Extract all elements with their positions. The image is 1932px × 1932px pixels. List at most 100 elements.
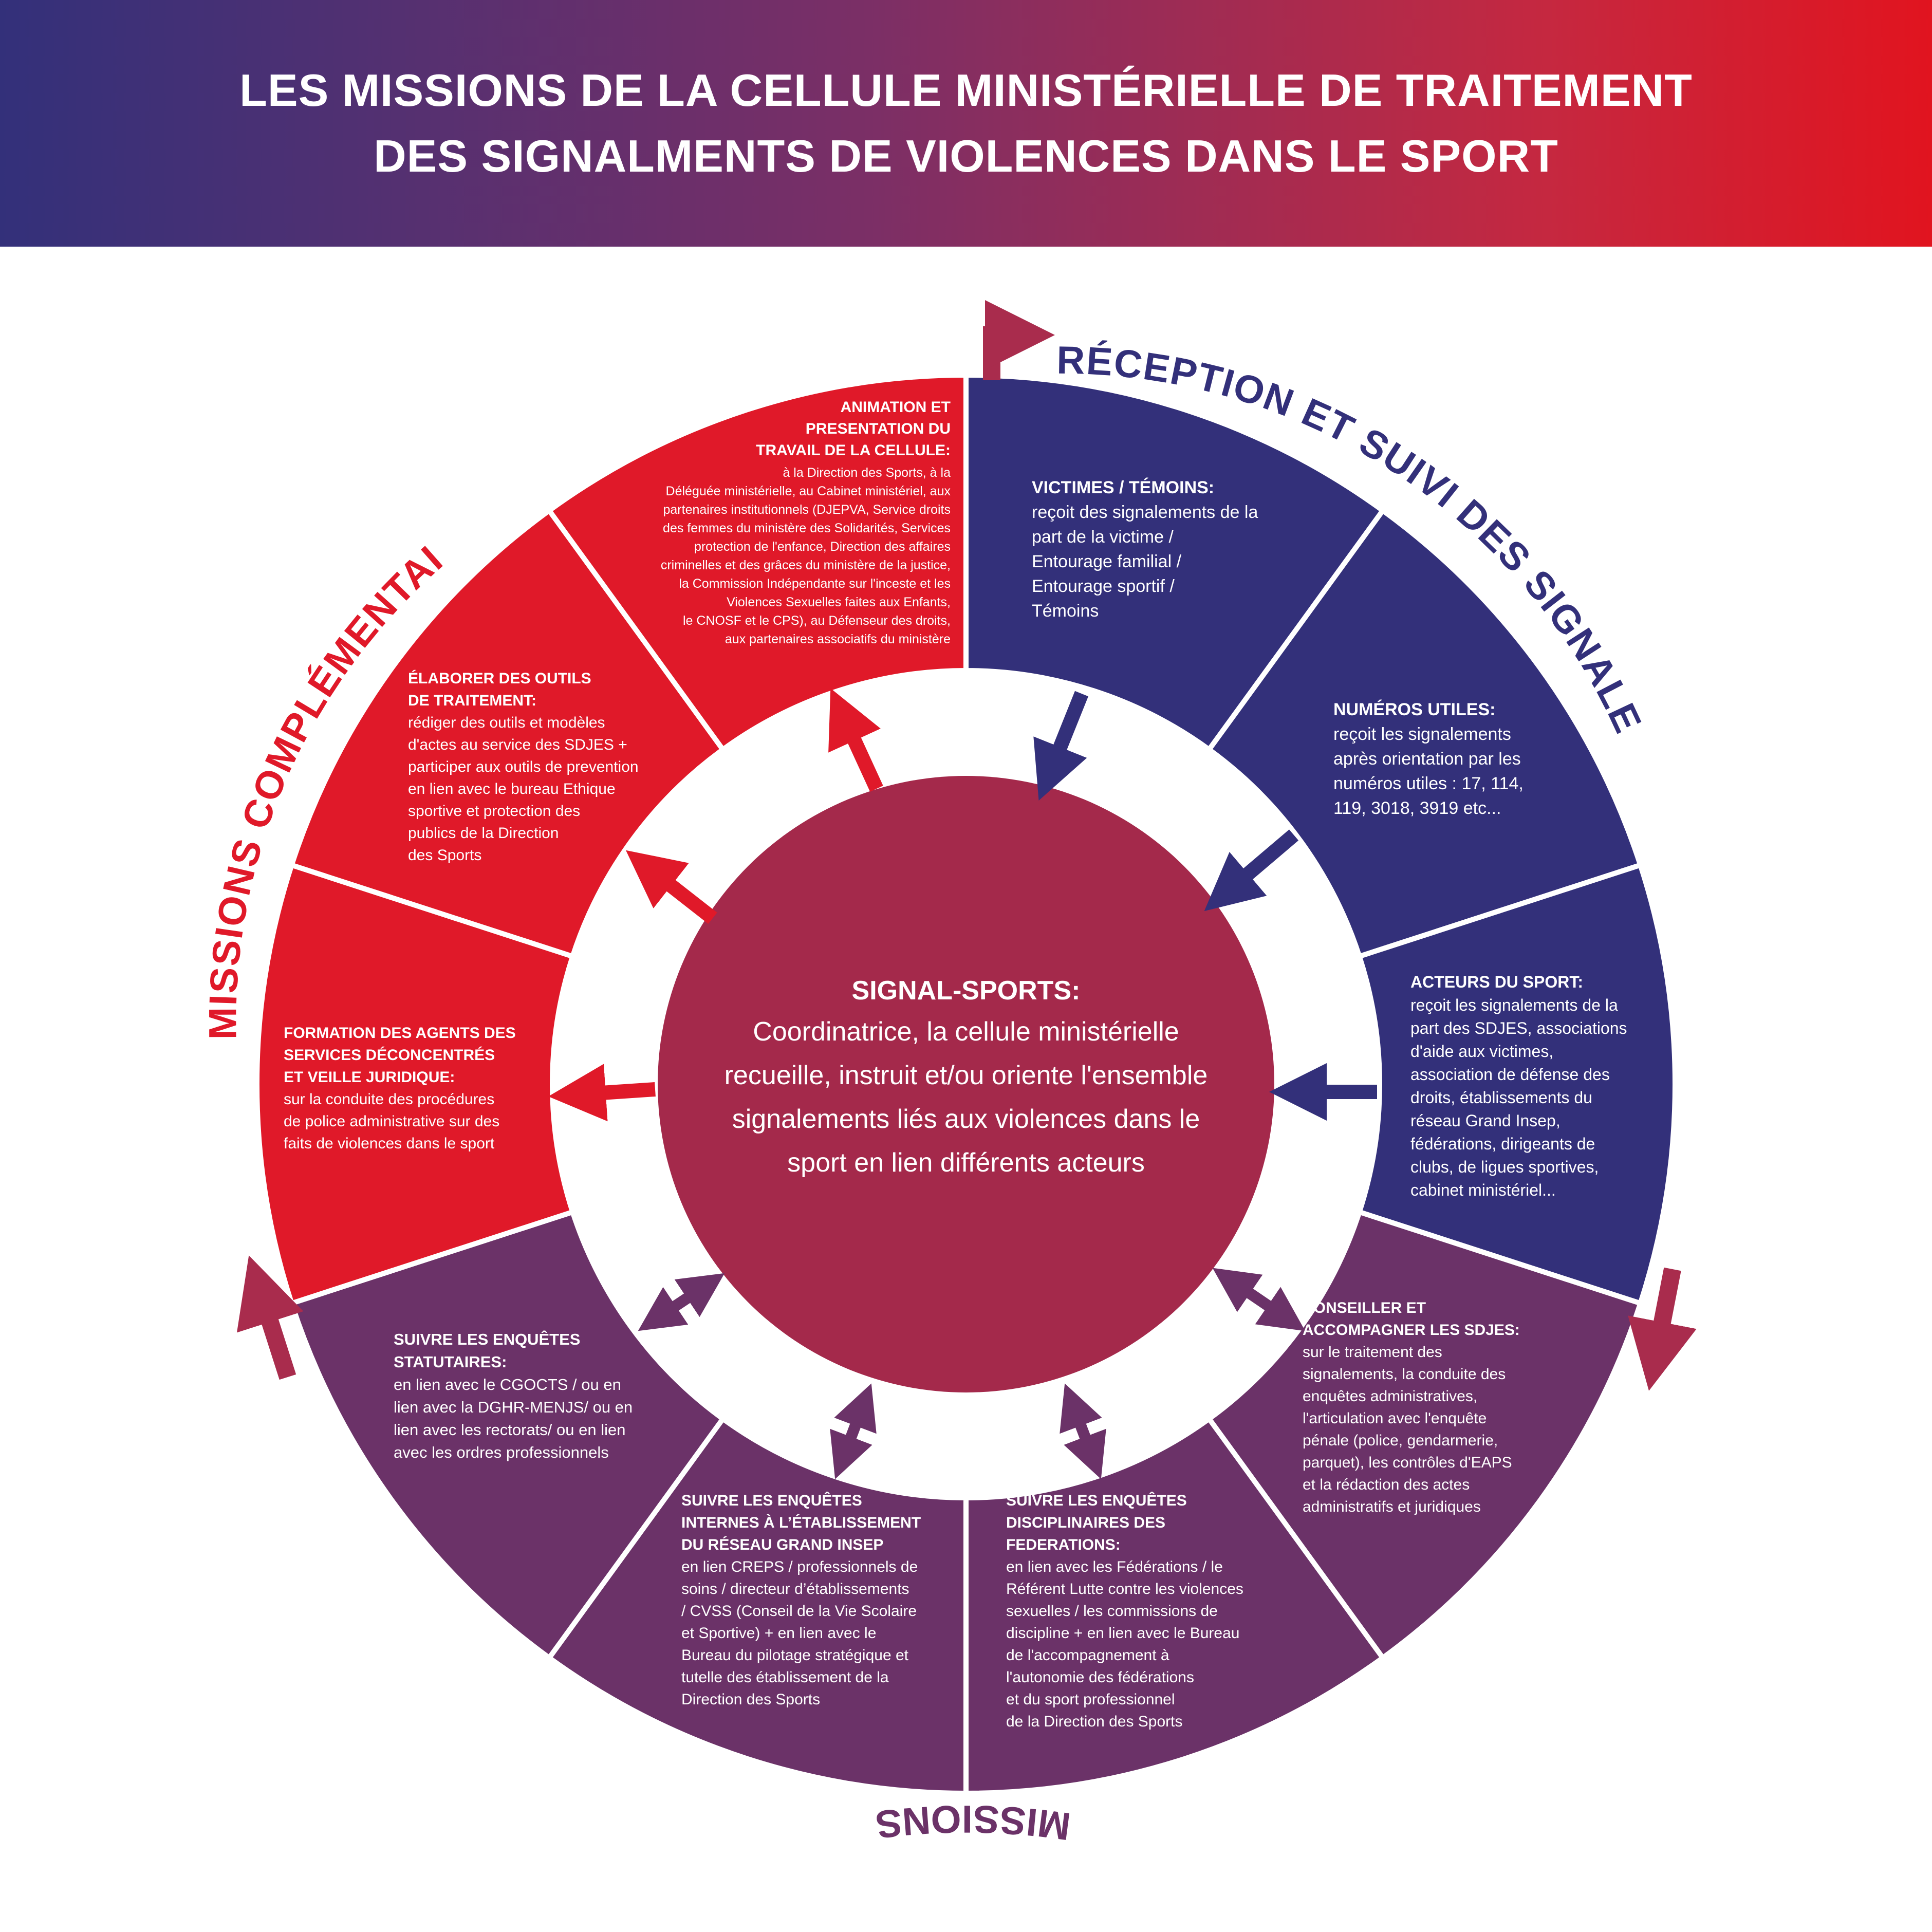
animation-heading: ANIMATION ET (841, 399, 951, 416)
acteurs-body-line: reçoit les signalements de la (1410, 996, 1618, 1014)
arrow-animation (828, 688, 883, 792)
arrow-formation (548, 1064, 656, 1122)
acteurs-body-line: d'aide aux victimes, (1410, 1042, 1553, 1061)
numeros-body-line: après orientation par les (1333, 749, 1521, 769)
center-line-3: signalements liés aux violences dans le (732, 1104, 1200, 1134)
center-circle (658, 776, 1274, 1392)
statutaires-heading: SUIVRE LES ENQUÊTES (394, 1330, 580, 1348)
disciplinaires-body-line: et du sport professionnel (1006, 1691, 1175, 1708)
elaborer-heading: DE TRAITEMENT: (408, 692, 536, 709)
internes-body-line: Bureau du pilotage stratégique et (681, 1647, 909, 1664)
animation-body-line: Violences Sexuelles faites aux Enfants, (727, 595, 951, 609)
animation-body-line: criminelles et des grâces du ministère d… (661, 558, 951, 572)
disciplinaires-heading: SUIVRE LES ENQUÊTES (1006, 1492, 1187, 1509)
disciplinaires-body-line: discipline + en lien avec le Bureau (1006, 1625, 1239, 1642)
acteurs-body-line: association de défense des (1410, 1065, 1610, 1084)
victimes-body-line: Entourage sportif / (1032, 577, 1175, 596)
acteurs-body-line: droits, établissements du (1410, 1088, 1592, 1107)
statutaires-body-line: en lien avec le CGOCTS / ou en (394, 1376, 621, 1394)
animation-heading: PRESENTATION DU (806, 420, 951, 437)
animation-body-line: aux partenaires associatifs du ministère (725, 632, 951, 646)
page-title-line-1: LES MISSIONS DE LA CELLULE MINISTÉRIELLE… (239, 65, 1693, 116)
animation-body-line: le CNOSF et le CPS), au Défenseur des dr… (683, 614, 951, 628)
internes-body-line: en lien CREPS / professionnels de (681, 1558, 918, 1575)
elaborer-heading: ÉLABORER DES OUTILS (408, 670, 591, 687)
acteurs-body-line: part des SDJES, associations (1410, 1019, 1627, 1037)
animation-body-line: à la Direction des Sports, à la (783, 466, 951, 480)
disciplinaires-body-line: de la Direction des Sports (1006, 1713, 1183, 1730)
animation-heading: TRAVAIL DE LA CELLULE: (756, 442, 951, 459)
internes-body-line: tutelle des établissement de la (681, 1669, 889, 1686)
acteurs-heading: ACTEURS DU SPORT: (1410, 973, 1583, 991)
arrow-victimes (1033, 691, 1088, 801)
victimes-body-line: Témoins (1032, 601, 1099, 621)
formation-heading: ET VEILLE JURIDIQUE: (284, 1069, 455, 1086)
conseiller-heading: CONSEILLER ET (1303, 1299, 1426, 1316)
arrow-conseiller (1212, 1268, 1306, 1331)
arrow-statutaires (638, 1273, 725, 1331)
center-line-2: recueille, instruit et/ou oriente l'ense… (725, 1061, 1208, 1090)
internes-body-line: Direction des Sports (681, 1691, 820, 1708)
statutaires-body-line: lien avec la DGHR-MENJS/ ou en (394, 1398, 633, 1416)
conseiller-body-line: administratifs et juridiques (1303, 1498, 1481, 1515)
elaborer-body-line: rédiger des outils et modèles (408, 714, 605, 731)
page-title-line-2: DES SIGNALMENTS DE VIOLENCES DANS LE SPO… (374, 131, 1558, 181)
victimes-body-line: reçoit des signalements de la (1032, 503, 1258, 522)
cycle-arrow-right (1628, 1267, 1697, 1391)
center-title: SIGNAL-SPORTS: (852, 976, 1081, 1006)
elaborer-body-line: des Sports (408, 847, 481, 864)
numeros-body-line: reçoit les signalements (1333, 725, 1511, 744)
acteurs-body-line: clubs, de ligues sportives, (1410, 1158, 1599, 1176)
arrow-elaborer (625, 850, 717, 924)
numeros-body-line: numéros utiles : 17, 114, (1333, 774, 1524, 793)
statutaires-body-line: lien avec les rectorats/ ou en lien (394, 1421, 625, 1439)
animation-body-line: protection de l'enfance, Direction des a… (694, 540, 951, 554)
formation-body-line: faits de violences dans le sport (284, 1135, 495, 1152)
disciplinaires-body-line: l'autonomie des fédérations (1006, 1669, 1194, 1686)
conseiller-body-line: l'articulation avec l'enquête (1303, 1410, 1487, 1427)
numeros-body-line: 119, 3018, 3919 etc... (1333, 798, 1501, 818)
victimes-heading: VICTIMES / TÉMOINS: (1032, 478, 1214, 497)
formation-heading: SERVICES DÉCONCENTRÉS (284, 1046, 495, 1064)
arc-label-missions: MISSIONS (872, 1797, 1073, 1848)
formation-heading: FORMATION DES AGENTS DES (284, 1025, 516, 1042)
internes-body-line: soins / directeur d’établissements (681, 1581, 909, 1597)
conseiller-body-line: sur le traitement des (1303, 1344, 1442, 1361)
formation-body-line: sur la conduite des procédures (284, 1091, 494, 1108)
disciplinaires-body-line: Référent Lutte contre les violences (1006, 1581, 1243, 1597)
internes-heading: DU RÉSEAU GRAND INSEP (681, 1536, 883, 1553)
statutaires-heading: STATUTAIRES: (394, 1353, 507, 1371)
acteurs-body-line: cabinet ministériel... (1410, 1181, 1556, 1199)
conseiller-body-line: parquet), les contrôles d'EAPS (1303, 1454, 1512, 1471)
conseiller-body-line: signalements, la conduite des (1303, 1366, 1506, 1383)
flow-arrows (548, 688, 1377, 1479)
elaborer-body-line: publics de la Direction (408, 825, 559, 842)
internes-heading: INTERNES À L’ÉTABLISSEMENT (681, 1514, 921, 1531)
animation-body-line: des femmes du ministère des Solidarités,… (663, 521, 951, 535)
victimes-body-line: Entourage familial / (1032, 552, 1182, 571)
elaborer-body-line: participer aux outils de prevention (408, 758, 639, 775)
disciplinaires-body-line: sexuelles / les commissions de (1006, 1603, 1218, 1620)
animation-body-line: la Commission Indépendante sur l'inceste… (679, 577, 951, 591)
cycle-arrows (236, 300, 1697, 1391)
internes-body-line: et Sportive) + en lien avec le (681, 1625, 876, 1642)
conseiller-heading: ACCOMPAGNER LES SDJES: (1303, 1322, 1520, 1339)
conseiller-body-line: enquêtes administratives, (1303, 1388, 1477, 1405)
disciplinaires-heading: DISCIPLINAIRES DES (1006, 1514, 1165, 1531)
elaborer-body-line: d'actes au service des SDJES + (408, 736, 627, 753)
conseiller-body-line: et la rédaction des actes (1303, 1476, 1470, 1493)
cycle-arrow-top (983, 300, 1055, 380)
center-line-4: sport en lien différents acteurs (787, 1148, 1145, 1178)
segment-texts: VICTIMES / TÉMOINS: reçoit des signalemen… (284, 399, 1627, 1730)
victimes-body-line: part de la victime / (1032, 527, 1174, 547)
center-line-1: Coordinatrice, la cellule ministérielle (753, 1017, 1179, 1047)
acteurs-body-line: fédérations, dirigeants de (1410, 1135, 1595, 1153)
animation-body-line: partenaires institutionnels (DJEPVA, Ser… (663, 503, 951, 517)
disciplinaires-body-line: en lien avec les Fédérations / le (1006, 1558, 1223, 1575)
disciplinaires-heading: FEDERATIONS: (1006, 1536, 1121, 1553)
internes-heading: SUIVRE LES ENQUÊTES (681, 1492, 862, 1509)
cycle-arrow-left (236, 1255, 304, 1380)
conseiller-body-line: pénale (police, gendarmerie, (1303, 1432, 1498, 1449)
numeros-heading: NUMÉROS UTILES: (1333, 700, 1495, 719)
